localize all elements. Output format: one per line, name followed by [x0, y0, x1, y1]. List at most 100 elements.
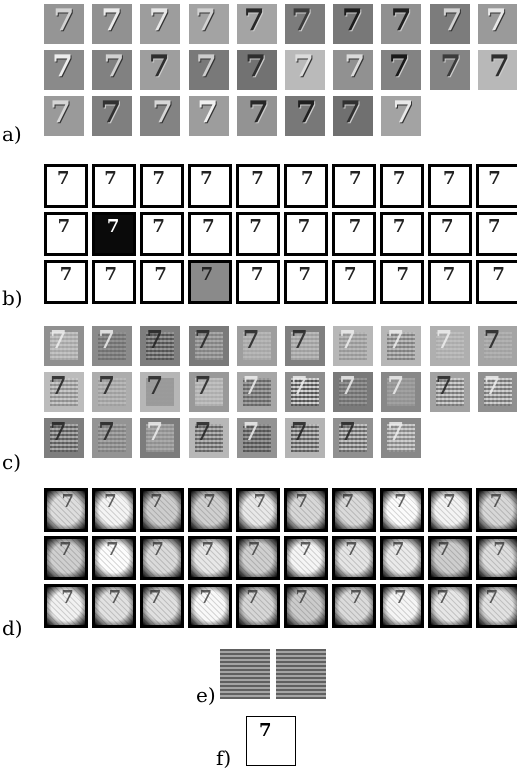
digit-glyph: 7: [441, 218, 454, 236]
digit-glyph: 7: [387, 374, 404, 398]
digit-glyph: 7: [443, 266, 456, 284]
digit-glyph: 7: [342, 6, 363, 36]
digit-glyph: 7: [195, 420, 212, 444]
panel-d-tile: 7: [188, 488, 232, 532]
panel-b-tile: 7: [140, 260, 184, 304]
panel-a-tile: 7: [189, 4, 229, 44]
panel-a-tile: 7: [237, 50, 277, 90]
digit-glyph: 7: [342, 493, 355, 511]
panel-b-tile: 7: [284, 260, 328, 304]
panel-c-tile: 7: [92, 418, 132, 458]
panel-c-tile: 7: [478, 326, 517, 366]
digit-glyph: 7: [259, 722, 272, 740]
panel-a-tile: 7: [478, 50, 517, 90]
digit-glyph: 7: [195, 6, 216, 36]
digit-glyph: 7: [244, 6, 265, 36]
digit-glyph: 7: [246, 589, 259, 607]
digit-glyph: 7: [387, 420, 404, 444]
panel-c-tile: 7: [333, 326, 373, 366]
panel-a-tile: 7: [237, 96, 277, 136]
digit-glyph: 7: [202, 218, 215, 236]
panel-b-tile: 7: [92, 260, 136, 304]
panel-d-tile: 7: [380, 536, 424, 580]
panel-c-tile: 7: [92, 372, 132, 412]
digit-glyph: 7: [394, 493, 407, 511]
panel-c-tile: 7: [478, 372, 517, 412]
panel-c-tile: 7: [140, 418, 180, 458]
digit-glyph: 7: [60, 266, 73, 284]
panel-d-tile: 7: [332, 584, 376, 628]
digit-glyph: 7: [58, 218, 71, 236]
panel-a-tile: 7: [92, 50, 132, 90]
panel-b-tile: 7: [284, 212, 328, 256]
panel-a-tile: 7: [140, 96, 180, 136]
digit-glyph: 7: [293, 52, 314, 82]
panel-a-tile: 7: [333, 4, 373, 44]
panel-d-tile: 7: [476, 488, 517, 532]
panel-a-tile: 7: [381, 50, 421, 90]
panel-d-tile: 7: [380, 488, 424, 532]
panel-b-tile: 7: [140, 212, 184, 256]
digit-glyph: 7: [436, 374, 453, 398]
panel-a-tile: 7: [381, 4, 421, 44]
panel-b-tile: 7: [188, 212, 232, 256]
digit-glyph: 7: [152, 218, 165, 236]
digit-glyph: 7: [296, 98, 317, 128]
digit-glyph: 7: [251, 266, 264, 284]
digit-glyph: 7: [493, 541, 506, 559]
panel-a-tile: 7: [189, 96, 229, 136]
panel-a-tile: 7: [381, 96, 421, 136]
digit-glyph: 7: [298, 266, 311, 284]
label-a: a): [2, 124, 22, 144]
panel-d-tile: 7: [140, 584, 184, 628]
digit-glyph: 7: [201, 266, 214, 284]
digit-glyph: 7: [243, 374, 260, 398]
panel-b-tile: 7: [284, 164, 328, 208]
panel-b-tile: 7: [44, 260, 88, 304]
digit-glyph: 7: [442, 6, 463, 36]
digit-glyph: 7: [488, 170, 501, 188]
digit-glyph: 7: [245, 52, 266, 82]
panel-c-tile: 7: [381, 326, 421, 366]
digit-glyph: 7: [150, 493, 163, 511]
panel-c-tile: 7: [285, 418, 325, 458]
digit-glyph: 7: [61, 493, 74, 511]
digit-glyph: 7: [61, 589, 74, 607]
panel-c-tile: 7: [189, 418, 229, 458]
panel-d-tile: 7: [44, 488, 88, 532]
digit-glyph: 7: [291, 328, 308, 352]
digit-glyph: 7: [345, 541, 358, 559]
digit-glyph: 7: [486, 6, 507, 36]
digit-glyph: 7: [301, 170, 314, 188]
digit-glyph: 7: [106, 541, 119, 559]
panel-a-tile: 7: [92, 96, 132, 136]
digit-glyph: 7: [101, 98, 122, 128]
panel-b-tile: 7: [92, 164, 136, 208]
digit-glyph: 7: [393, 170, 406, 188]
panel-b-tile: 7: [140, 164, 184, 208]
digit-glyph: 7: [154, 266, 167, 284]
panel-a-tile: 7: [333, 96, 373, 136]
digit-glyph: 7: [146, 374, 163, 398]
digit-glyph: 7: [98, 420, 115, 444]
digit-glyph: 7: [152, 98, 173, 128]
digit-glyph: 7: [50, 374, 67, 398]
panel-c-tile: 7: [237, 372, 277, 412]
digit-glyph: 7: [437, 541, 450, 559]
panel-c-tile: 7: [189, 372, 229, 412]
panel-d-tile: 7: [92, 536, 136, 580]
digit-glyph: 7: [254, 493, 267, 511]
panel-d-tile: 7: [188, 536, 232, 580]
digit-glyph: 7: [243, 328, 260, 352]
digit-glyph: 7: [489, 52, 510, 82]
panel-a-tile: 7: [140, 50, 180, 90]
digit-glyph: 7: [298, 218, 311, 236]
panel-d-tile: 7: [284, 584, 328, 628]
digit-glyph: 7: [443, 170, 456, 188]
digit-glyph: 7: [291, 6, 312, 36]
digit-glyph: 7: [109, 589, 122, 607]
digit-glyph: 7: [249, 218, 262, 236]
digit-glyph: 7: [251, 170, 264, 188]
digit-glyph: 7: [299, 541, 312, 559]
digit-glyph: 7: [349, 218, 362, 236]
